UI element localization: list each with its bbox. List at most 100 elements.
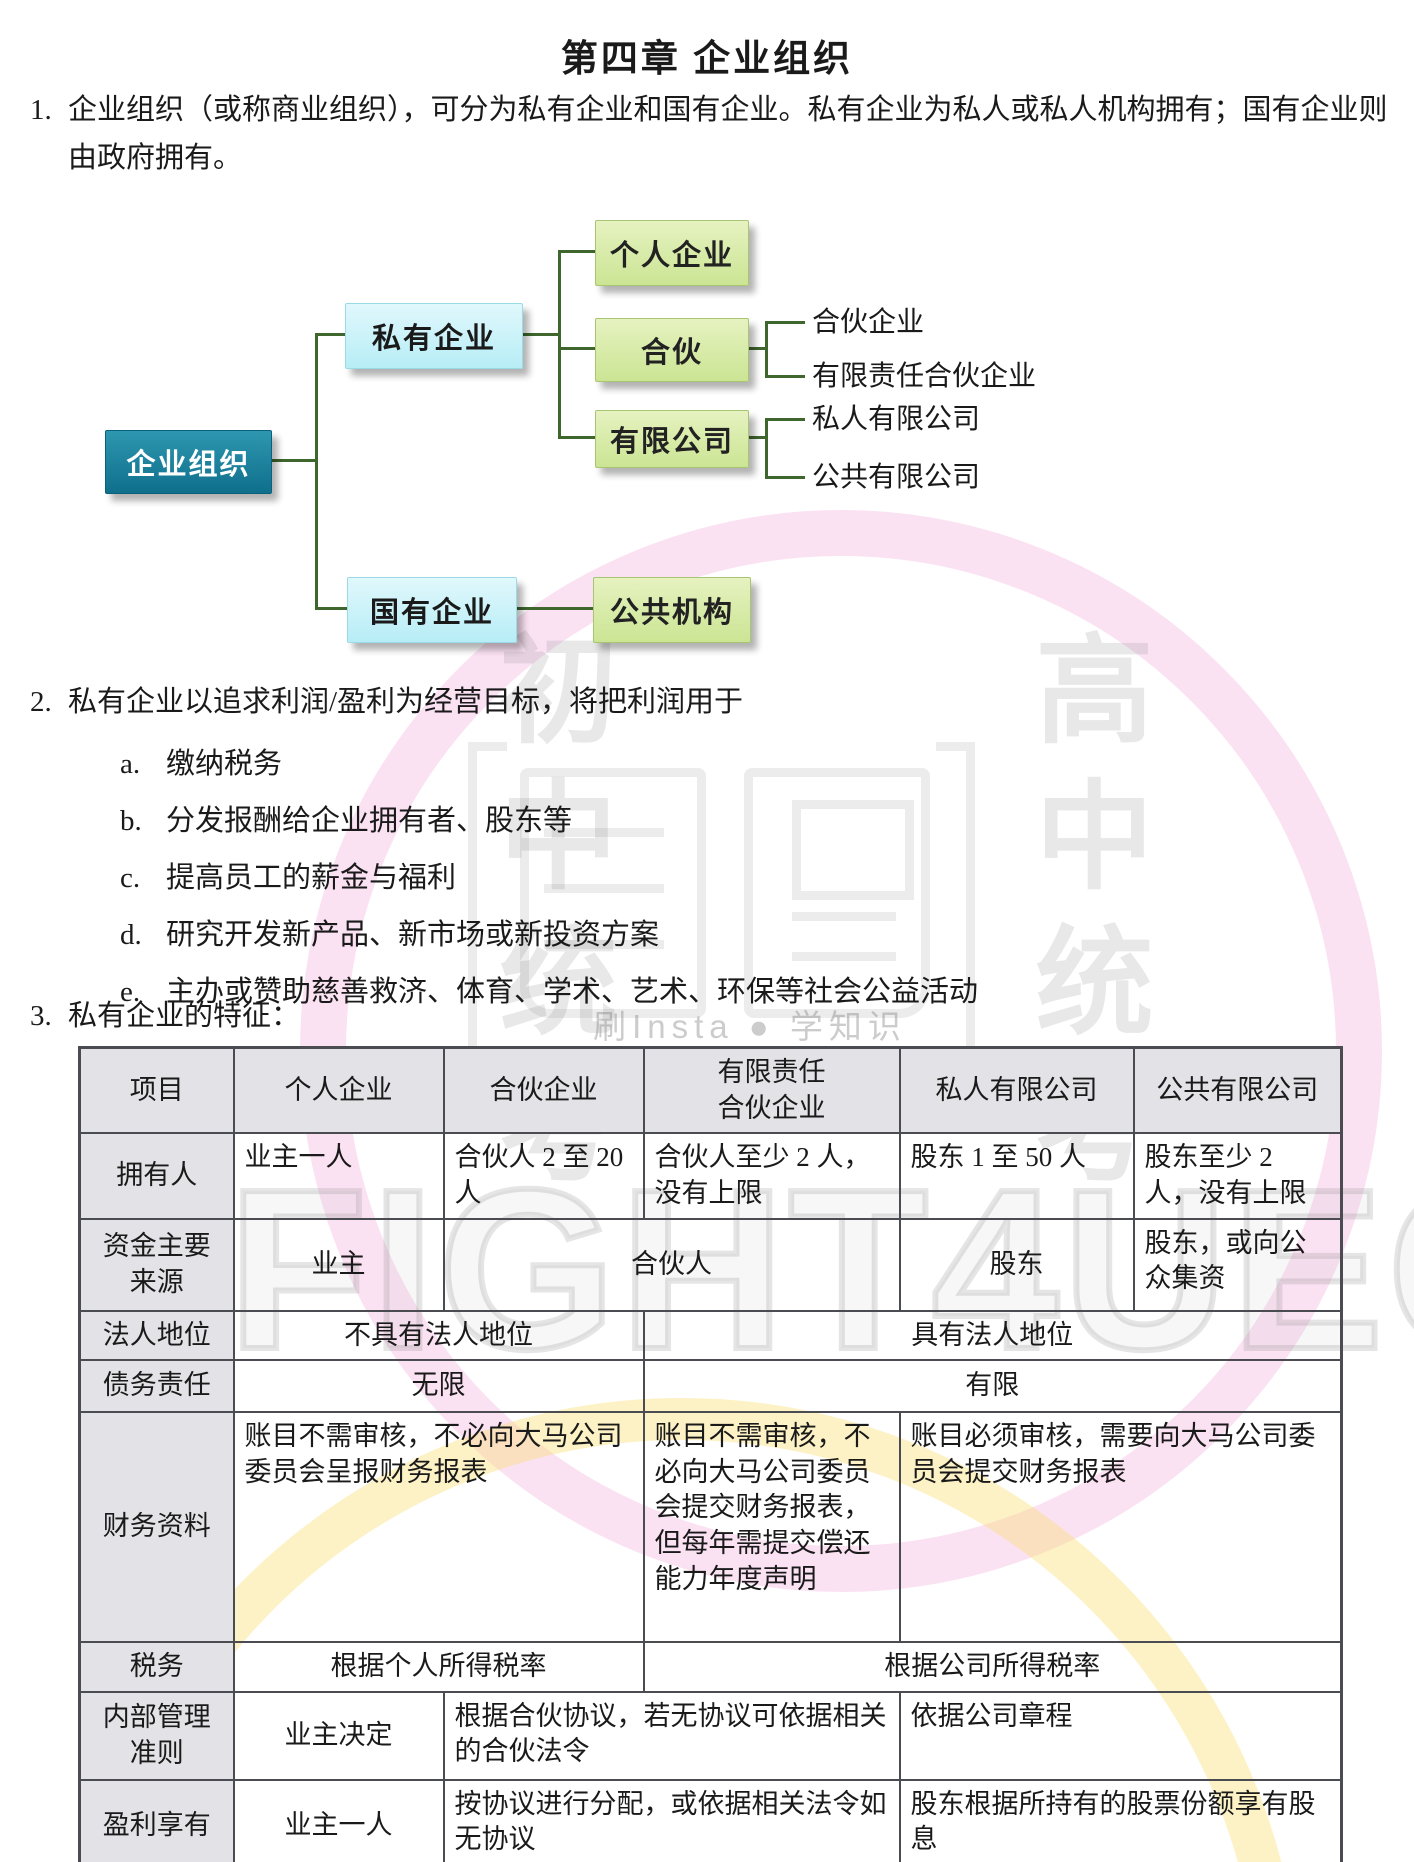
row-label: 财务资料 <box>78 1411 235 1644</box>
connector-line <box>315 333 345 336</box>
book-line <box>792 912 896 921</box>
connector-line <box>765 418 768 478</box>
table-cell: 依据公司章程 <box>898 1690 1343 1781</box>
table-cell: 股东，或向公众集资 <box>1132 1217 1343 1312</box>
connector-line <box>765 375 805 378</box>
characteristics-table: 项目 个人企业 合伙企业 有限责任 合伙企业 私人有限公司 公共有限公司 拥有人… <box>78 1046 1343 1862</box>
list-item: b. 分发报酬给企业拥有者、股东等 <box>120 793 978 850</box>
node-private-enterprise: 私有企业 <box>345 303 523 369</box>
connector-line <box>765 321 768 378</box>
item-2-number: 2. <box>30 686 52 718</box>
list-item-text: 分发报酬给企业拥有者、股东等 <box>166 805 573 837</box>
row-label: 税务 <box>78 1641 235 1693</box>
item-3: 3. 私有企业的特征： <box>30 992 1398 1040</box>
table-cell: 根据合伙协议，若无协议可依据相关的合伙法令 <box>442 1690 901 1781</box>
row-label: 内部管理 准则 <box>78 1690 235 1781</box>
book-line <box>792 952 896 961</box>
node-state-enterprise: 国有企业 <box>347 577 517 643</box>
item-3-heading: 私有企业的特征： <box>68 1000 301 1032</box>
book-square-icon <box>792 800 914 900</box>
page-title: 第四章 企业组织 <box>560 39 854 80</box>
table-cell: 股东至少 2 人，没有上限 <box>1132 1132 1343 1220</box>
leaf-llp: 有限责任合伙企业 <box>812 361 1037 392</box>
table-row-financial-info: 财务资料 账目不需审核，不必向大马公司委员会呈报财务报表 账目不需审核，不必向大… <box>78 1411 1343 1644</box>
list-item-text: 研究开发新产品、新市场或新投资方案 <box>166 919 660 951</box>
item-2-heading: 私有企业以追求利润/盈利为经营目标，将把利润用于 <box>68 686 744 718</box>
header-partnership: 合伙企业 <box>442 1046 645 1135</box>
item-1-number: 1. <box>30 94 52 126</box>
table-cell: 股东根据所持有的股票份额享有股息 <box>898 1778 1343 1862</box>
leaf-private-limited: 私人有限公司 <box>812 404 981 435</box>
table-row-internal-management: 内部管理 准则 业主决定 根据合伙协议，若无协议可依据相关的合伙法令 依据公司章… <box>78 1690 1343 1781</box>
table-row-owner: 拥有人 业主一人 合伙人 2 至 20 人 合伙人至少 2 人，没有上限 股东 … <box>78 1132 1343 1220</box>
table-cell: 股东 <box>898 1217 1135 1312</box>
book-left-page-icon <box>520 768 706 1018</box>
header-item: 项目 <box>78 1046 235 1135</box>
row-label: 债务责任 <box>78 1359 235 1414</box>
item-2-sublist: a. 缴纳税务 b. 分发报酬给企业拥有者、股东等 c. 提高员工的薪金与福利 … <box>120 736 978 1021</box>
table-cell: 账目必须审核，需要向大马公司委员会提交财务报表 <box>898 1411 1343 1644</box>
book-right-page-icon <box>744 768 930 1018</box>
table-cell: 股东 1 至 50 人 <box>898 1132 1135 1220</box>
connector-line <box>558 436 595 439</box>
row-label: 法人地位 <box>78 1309 235 1362</box>
table-cell: 业主一人 <box>232 1778 445 1862</box>
connector-line <box>515 607 593 610</box>
header-llp: 有限责任 合伙企业 <box>642 1046 901 1135</box>
book-line <box>544 884 664 893</box>
connector-line <box>558 251 561 439</box>
table-cell: 不具有法人地位 <box>232 1309 645 1362</box>
table-row-debt-liability: 债务责任 无限 有限 <box>78 1359 1343 1414</box>
item-2: 2. 私有企业以追求利润/盈利为经营目标，将把利润用于 <box>30 678 1398 726</box>
header-private-limited: 私人有限公司 <box>898 1046 1135 1135</box>
book-line <box>544 940 664 949</box>
connector-line <box>558 347 595 350</box>
connector-line <box>765 476 805 479</box>
table-row-capital-source: 资金主要 来源 业主 合伙人 股东 股东，或向公众集资 <box>78 1217 1343 1312</box>
row-label: 盈利享有 <box>78 1778 235 1862</box>
list-item: d. 研究开发新产品、新市场或新投资方案 <box>120 907 978 964</box>
connector-line <box>558 250 595 253</box>
header-sole-proprietorship: 个人企业 <box>232 1046 445 1135</box>
list-item-label: e. <box>120 976 141 1008</box>
table-cell: 具有法人地位 <box>642 1309 1343 1362</box>
list-item-label: a. <box>120 748 141 780</box>
node-public-institution: 公共机构 <box>593 577 751 643</box>
connector-line <box>765 418 805 421</box>
table-cell: 合伙人 <box>442 1217 901 1312</box>
list-item-label: b. <box>120 805 142 837</box>
connector-line <box>315 607 347 610</box>
list-item: a. 缴纳税务 <box>120 736 978 793</box>
connector-line <box>270 459 315 462</box>
table-cell: 账目不需审核，不必向大马公司委员会呈报财务报表 <box>232 1411 645 1644</box>
item-1-text: 企业组织（或称商业组织），可分为私有企业和国有企业。私有企业为私人或私人机构拥有… <box>68 94 1388 174</box>
row-label: 资金主要 来源 <box>78 1217 235 1312</box>
node-sole-proprietorship: 个人企业 <box>595 220 749 286</box>
table-cell: 无限 <box>232 1359 645 1414</box>
list-item-label: c. <box>120 862 141 894</box>
connector-line <box>747 436 765 439</box>
item-3-number: 3. <box>30 1000 52 1032</box>
connector-line <box>747 347 765 350</box>
list-item: c. 提高员工的薪金与福利 <box>120 850 978 907</box>
table-row-legal-status: 法人地位 不具有法人地位 具有法人地位 <box>78 1309 1343 1362</box>
table-cell: 业主一人 <box>232 1132 445 1220</box>
row-label: 拥有人 <box>78 1132 235 1220</box>
table-cell: 有限 <box>642 1359 1343 1414</box>
table-cell: 合伙人 2 至 20 人 <box>442 1132 645 1220</box>
table-cell: 业主决定 <box>232 1690 445 1781</box>
table-cell: 根据公司所得税率 <box>642 1641 1343 1693</box>
table-row-tax: 税务 根据个人所得税率 根据公司所得税率 <box>78 1641 1343 1693</box>
header-public-limited: 公共有限公司 <box>1132 1046 1343 1135</box>
list-item: e. 主办或赞助慈善救济、体育、学术、艺术、环保等社会公益活动 <box>120 964 978 1021</box>
table-cell: 账目不需审核，不必向大马公司委员会提交财务报表，但每年需提交偿还能力年度声明 <box>642 1411 901 1644</box>
node-limited-company: 有限公司 <box>595 410 749 468</box>
table-cell: 按协议进行分配，或依据相关法令如无协议 <box>442 1778 901 1862</box>
table-cell: 业主 <box>232 1217 445 1312</box>
node-partnership: 合伙 <box>595 318 749 382</box>
connector-line <box>521 333 561 336</box>
list-item-text: 提高员工的薪金与福利 <box>166 862 457 894</box>
leaf-partnership-enterprise: 合伙企业 <box>812 307 925 338</box>
